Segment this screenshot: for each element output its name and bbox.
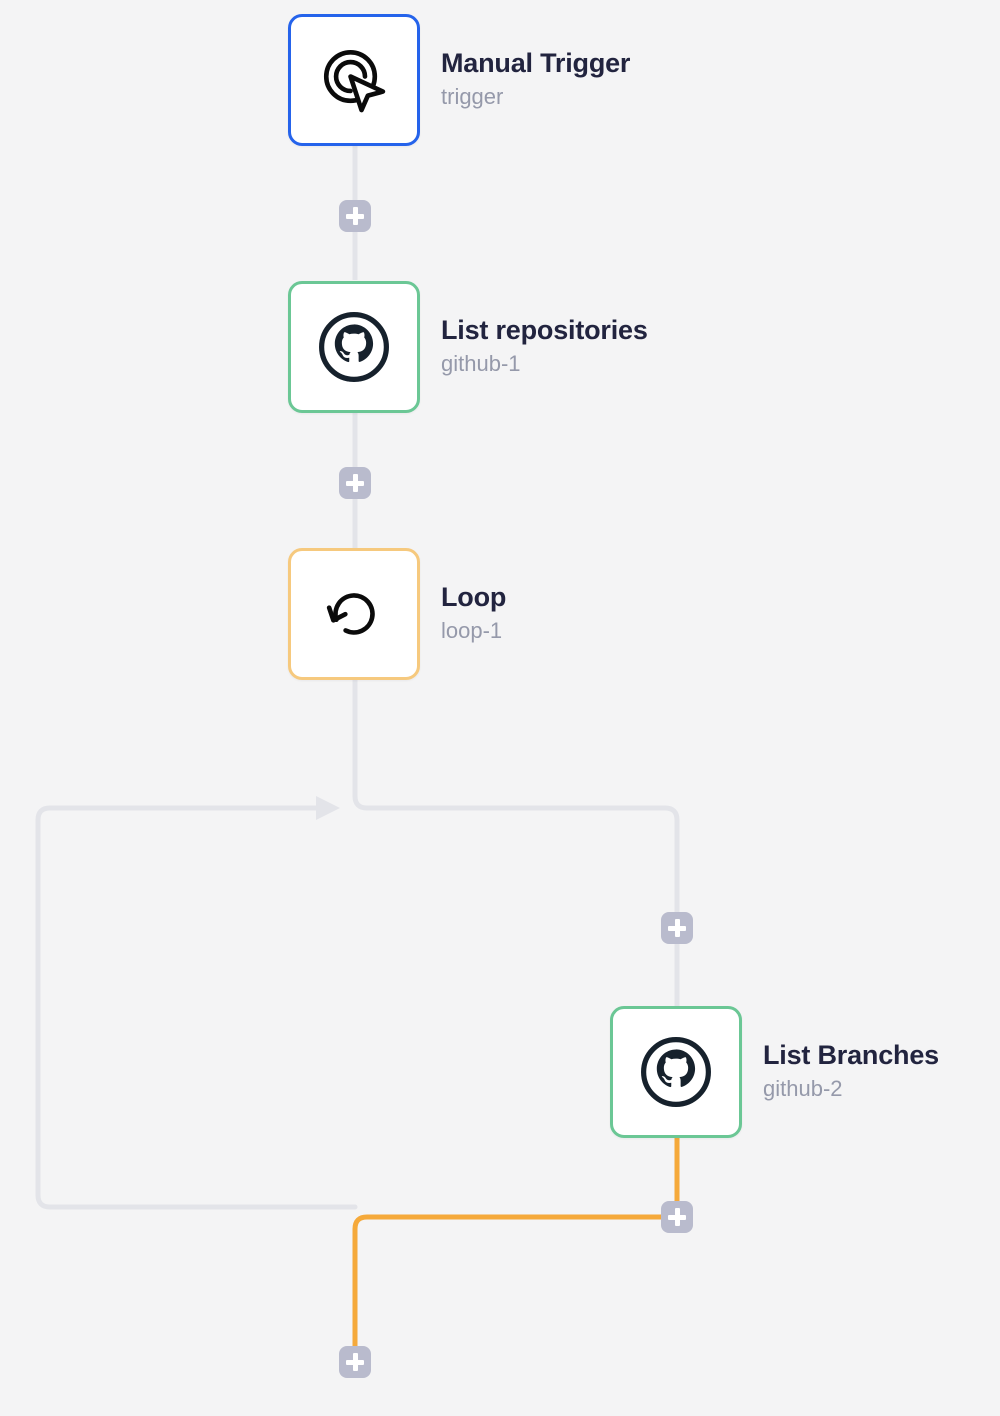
node-list-repositories[interactable] <box>288 281 420 413</box>
github-icon <box>319 312 389 382</box>
github-icon <box>641 1037 711 1107</box>
add-node-button-after-list-repositories[interactable] <box>339 467 371 499</box>
edge-loop-back-arrowhead <box>316 796 340 820</box>
edge-loop-to-github2 <box>352 677 680 915</box>
add-node-button-after-trigger[interactable] <box>339 200 371 232</box>
node-title: List Branches <box>763 1040 939 1071</box>
cursor-click-icon <box>323 49 386 113</box>
node-loop[interactable] <box>288 548 420 680</box>
node-list-branches[interactable] <box>610 1006 742 1138</box>
node-manual-trigger[interactable] <box>288 14 420 146</box>
node-title: List repositories <box>441 315 648 346</box>
add-node-button-after-list-branches[interactable] <box>661 1201 693 1233</box>
node-subtitle: github-1 <box>441 351 521 377</box>
edge-loop-return-active <box>352 1214 664 1349</box>
add-node-button-loop-done-branch[interactable] <box>339 1346 371 1378</box>
node-label-list-repositories: List repositories github-1 <box>441 293 648 401</box>
node-subtitle: loop-1 <box>441 618 503 644</box>
node-subtitle: trigger <box>441 84 504 110</box>
add-node-button-loop-branch[interactable] <box>661 912 693 944</box>
node-subtitle: github-2 <box>763 1076 843 1102</box>
node-label-list-branches: List Branches github-2 <box>763 1018 939 1126</box>
loop-icon <box>326 593 375 635</box>
node-label-loop: Loop loop-1 <box>441 560 506 668</box>
node-title: Manual Trigger <box>441 48 631 79</box>
node-title: Loop <box>441 582 507 613</box>
node-label-manual-trigger: Manual Trigger trigger <box>441 26 630 134</box>
edge-loop-back-rail <box>35 805 358 1210</box>
